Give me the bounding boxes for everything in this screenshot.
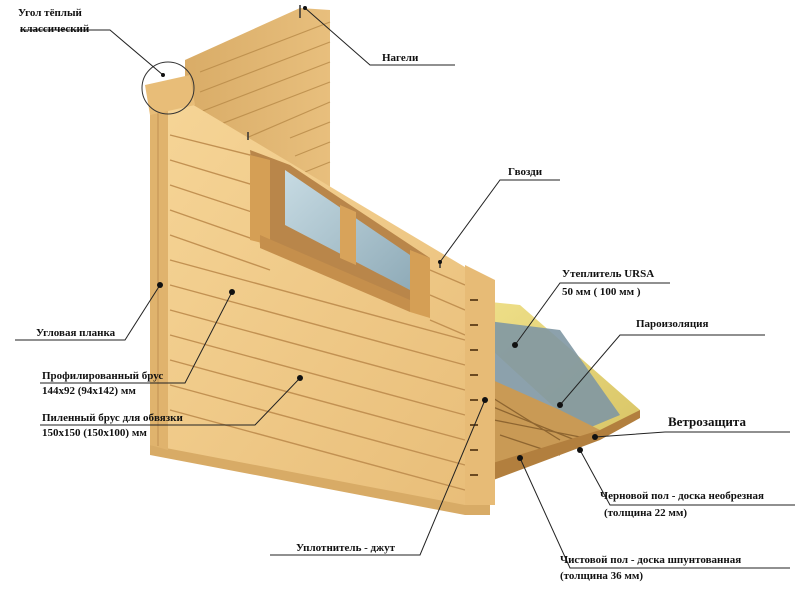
vapor-barrier-layer (470, 320, 620, 440)
leader-dots (157, 6, 598, 461)
label-profiled-line1: Профилированный брус (42, 370, 164, 382)
label-subfloor-line2: (толщина 22 мм) (604, 507, 688, 519)
corner-strip (150, 104, 168, 450)
leader-corner-warm (20, 29, 164, 76)
top-corner-block (145, 75, 195, 115)
leader-wind (594, 431, 790, 438)
label-corner-strip: Угловая планка (36, 327, 116, 339)
subfloor-edge (470, 410, 640, 485)
window-frame-right (410, 250, 430, 318)
window-frame-left (250, 155, 270, 245)
leader-insulation (514, 282, 670, 346)
label-finish-floor-line1: Чистовой пол - доска шпунтованная (560, 554, 742, 566)
leader-lines (15, 7, 795, 569)
label-finish-floor-line2: (толщина 36 мм) (560, 570, 644, 582)
label-corner-warm-line2: классический (20, 23, 90, 35)
leader-finish (519, 457, 790, 569)
front-wall-grooves (169, 134, 466, 491)
leader-subfloor (579, 449, 795, 506)
wall-end-section (465, 265, 495, 505)
label-profiled-line2: 144х92 (94х142) мм (42, 385, 136, 397)
leader-corner-strip (15, 284, 161, 341)
leader-vapor (559, 334, 765, 406)
label-subfloor-line1: Черновой пол - доска необрезная (600, 490, 764, 502)
label-dowels: Нагели (382, 52, 419, 64)
label-wind-protection: Ветрозащита (668, 414, 746, 429)
label-sawn-line2: 150х150 (150х100) мм (42, 427, 147, 439)
label-corner-warm-line1: Угол тёплый (18, 7, 82, 19)
back-wall-grooves (199, 21, 331, 177)
window-sill (260, 235, 410, 312)
leader-nails (439, 179, 560, 263)
leader-profiled (40, 291, 233, 384)
leader-sealant (270, 399, 486, 556)
finish-floor-boards (470, 370, 600, 470)
label-vapor-barrier: Пароизоляция (636, 318, 709, 330)
leader-sawn (40, 377, 301, 426)
label-insulation-line2: 50 мм ( 100 мм ) (562, 286, 641, 298)
label-sawn-line1: Пиленный брус для обвязки (42, 412, 183, 424)
label-insulation-line1: Утеплитель URSA (562, 268, 655, 280)
leader-dowels (304, 7, 455, 66)
front-wall (150, 100, 495, 505)
label-nails: Гвозди (508, 166, 543, 178)
label-sealant: Уплотнитель - джут (296, 542, 395, 554)
window-mullion (340, 205, 356, 265)
